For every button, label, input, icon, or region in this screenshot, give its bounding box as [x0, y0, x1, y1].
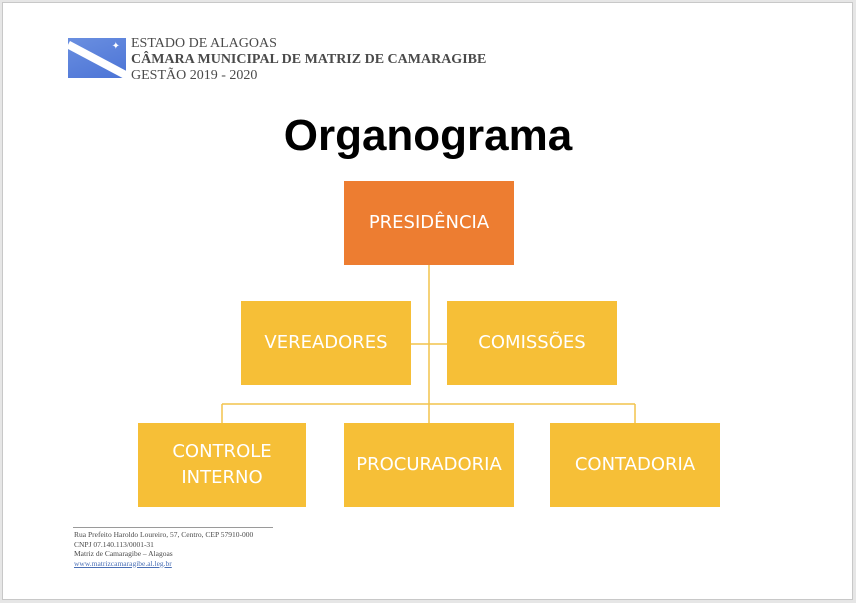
org-node-contadoria: CONTADORIA [550, 423, 720, 507]
letterhead-text: ESTADO DE ALAGOAS CÂMARA MUNICIPAL DE MA… [131, 36, 486, 84]
footer-website-link[interactable]: www.matrizcamaragibe.al.leg.br [74, 558, 172, 568]
term-years: GESTÃO 2019 - 2020 [131, 68, 258, 83]
footer: Rua Prefeito Haroldo Loureiro, 57, Centr… [74, 530, 253, 568]
org-node-controle-interno: CONTROLE INTERNO [138, 423, 306, 507]
org-node-comissoes: COMISSÕES [447, 301, 617, 385]
footer-city: Matriz de Camaragibe – Alagoas [74, 549, 173, 558]
org-node-procuradoria: PROCURADORIA [344, 423, 514, 507]
org-node-vereadores: VEREADORES [241, 301, 411, 385]
page-title: Organograma [283, 111, 573, 160]
footer-address: Rua Prefeito Haroldo Loureiro, 57, Centr… [74, 530, 254, 539]
footer-divider [73, 527, 273, 528]
org-node-presidencia: PRESIDÊNCIA [344, 181, 514, 265]
state-name: ESTADO DE ALAGOAS [131, 36, 277, 51]
footer-cnpj: CNPJ 07.140.113/0001-31 [74, 539, 154, 549]
alagoas-flag-icon: ✦ [68, 38, 126, 78]
flag-star-icon: ✦ [111, 41, 120, 52]
chamber-name: CÂMARA MUNICIPAL DE MATRIZ DE CAMARAGIBE [131, 52, 487, 67]
